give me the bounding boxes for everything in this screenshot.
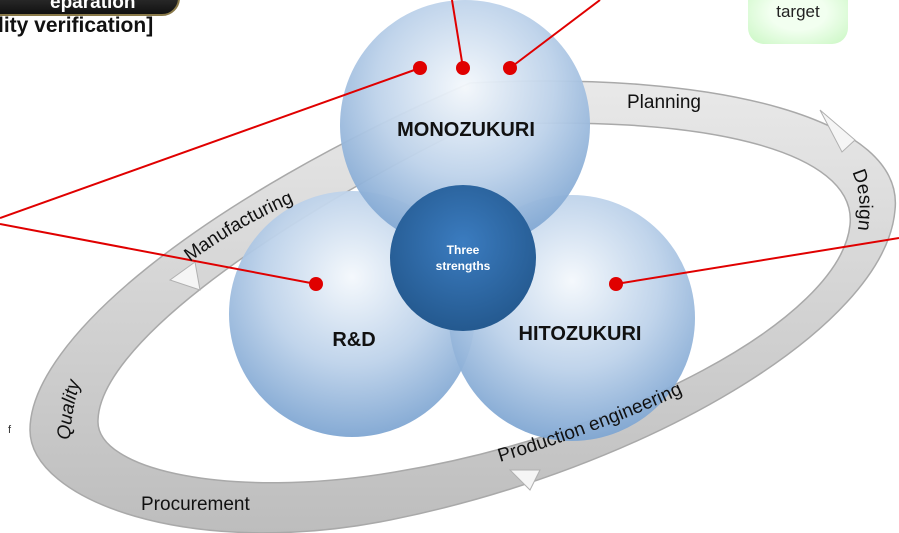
process-ring: [29, 80, 896, 533]
connector-line: [451, 0, 464, 69]
center-label-line1: Three: [447, 243, 480, 257]
connector-line: [615, 237, 899, 285]
connector-dot: [609, 277, 623, 291]
cropped-text-fragment: f: [8, 424, 12, 436]
connector-dot: [456, 61, 470, 75]
connector-dots: [309, 61, 623, 291]
connector-dot: [413, 61, 427, 75]
connector-line: [0, 67, 421, 219]
center-circle: [390, 185, 536, 331]
connector-line: [509, 0, 601, 69]
ring-arrow-3: [508, 469, 541, 491]
center-label-line2: strengths: [436, 259, 491, 273]
preparation-label: eparation: [50, 0, 136, 13]
connector-line: [0, 223, 317, 285]
label-monozukuri: MONOZUKURI: [397, 119, 535, 141]
connector-dot: [309, 277, 323, 291]
label-rd: R&D: [332, 329, 375, 351]
label-hitozukuri: HITOZUKURI: [519, 323, 642, 345]
circle-monozukuri: [340, 0, 590, 250]
ring-arrow-2: [168, 261, 201, 291]
target-box: target: [748, 0, 848, 44]
connector-dot: [503, 61, 517, 75]
ring-label-planning: Planning: [627, 92, 701, 113]
connector-lines: [0, 0, 899, 285]
target-label: target: [776, 2, 820, 21]
ring-arrow-1: [819, 109, 856, 153]
quality-verification-heading: lity verification]: [0, 14, 154, 37]
ring-label-procurement: Procurement: [141, 494, 250, 515]
